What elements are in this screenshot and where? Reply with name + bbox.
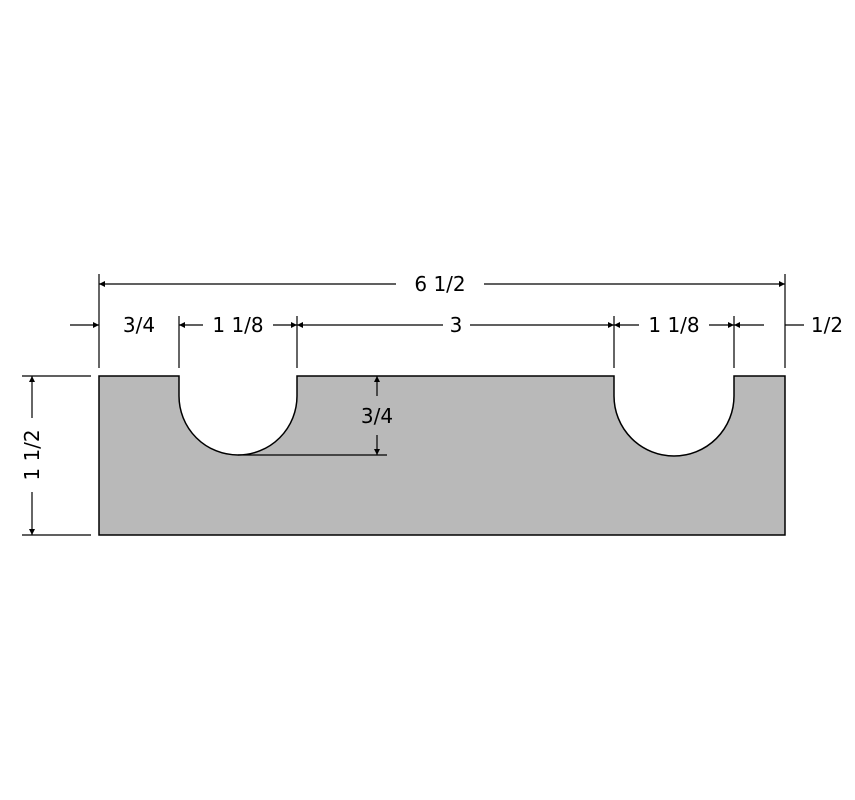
dimension-left-margin: 3/4 — [70, 313, 155, 337]
dimension-overall-height: 1 1/2 — [20, 375, 91, 536]
dimension-right-slot-width: 1 1/8 — [614, 313, 734, 337]
dim-label-right-margin: 1/2 — [811, 313, 843, 337]
dim-label-slot-depth: 3/4 — [361, 404, 393, 428]
dim-label-center-span: 3 — [450, 313, 463, 337]
dimension-slot-depth: 3/4 — [238, 376, 393, 456]
dim-label-left-slot-width: 1 1/8 — [212, 313, 263, 337]
dim-label-overall-width: 6 1/2 — [414, 272, 465, 296]
dim-label-overall-height: 1 1/2 — [20, 429, 44, 480]
dimension-center-span: 3 — [297, 313, 614, 337]
part-profile — [98, 375, 786, 536]
dim-label-left-margin: 3/4 — [123, 313, 155, 337]
dimension-overall-width: 6 1/2 — [99, 272, 785, 296]
dimension-left-slot-width: 1 1/8 — [179, 313, 297, 337]
dim-label-right-slot-width: 1 1/8 — [648, 313, 699, 337]
dimension-right-margin: 1/2 — [734, 313, 843, 337]
